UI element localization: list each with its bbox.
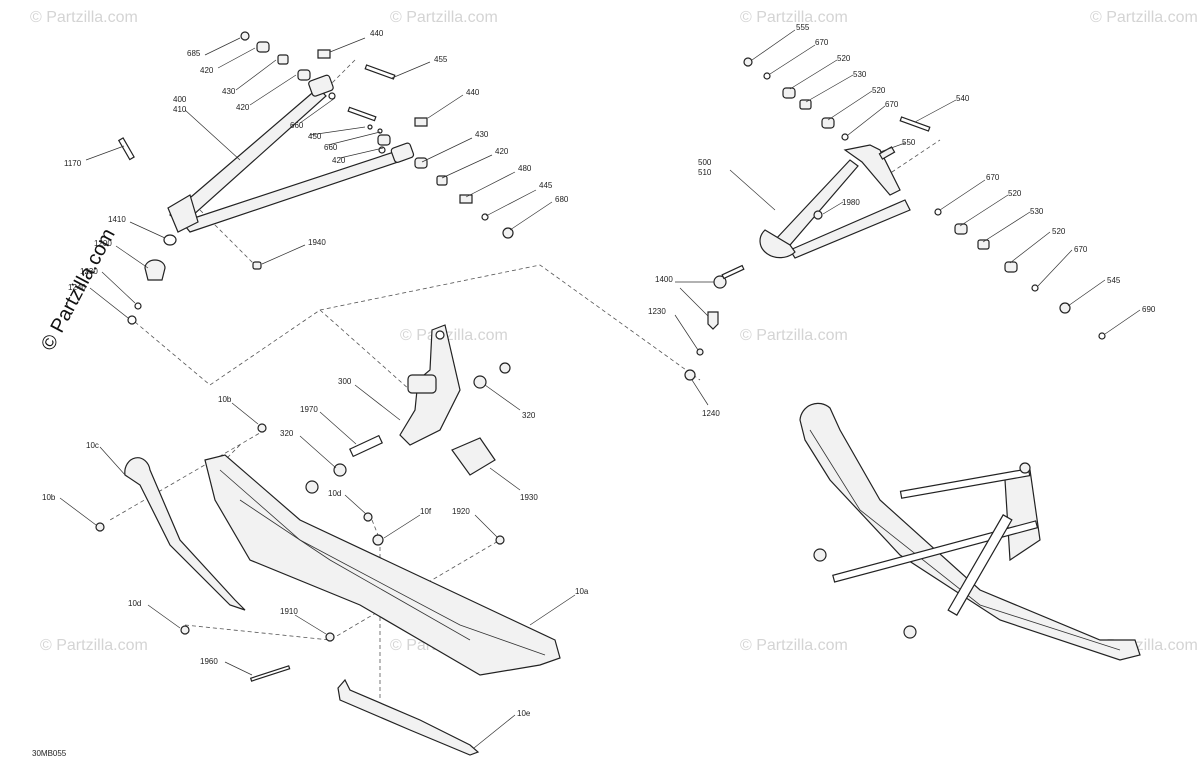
callout-1910: 1910 — [280, 607, 298, 616]
callout-400: 400 — [173, 95, 187, 104]
watermark: © Partzilla.com — [1090, 9, 1198, 26]
callout-420: 420 — [495, 147, 509, 156]
callout-1920: 1920 — [452, 507, 470, 516]
watermark: © Partzilla.com — [400, 327, 508, 344]
assembled-view — [799, 402, 1141, 661]
callout-660: 660 — [290, 121, 304, 130]
callout-10e: 10e — [517, 709, 531, 718]
spindle — [305, 324, 511, 494]
callout-555: 555 — [796, 23, 810, 32]
callout-685: 685 — [187, 49, 201, 58]
callout-300: 300 — [338, 377, 352, 386]
callout-1400: 1400 — [655, 275, 673, 284]
callout-1980: 1980 — [842, 198, 860, 207]
watermark-layer: © Partzilla.com © Partzilla.com © Partzi… — [30, 9, 1198, 654]
callout-550: 550 — [902, 138, 916, 147]
callout-320: 320 — [522, 411, 536, 420]
callout-530: 530 — [853, 70, 867, 79]
callout-520: 520 — [1052, 227, 1066, 236]
callout-690: 690 — [1142, 305, 1156, 314]
watermark: © Partzilla.com — [30, 9, 138, 26]
callout-520: 520 — [1008, 189, 1022, 198]
leader-lines — [59, 29, 1141, 749]
callout-1940: 1940 — [308, 238, 326, 247]
callout-455: 455 — [434, 55, 448, 64]
callout-480: 480 — [518, 164, 532, 173]
diagram-code: 30MB055 — [32, 749, 67, 758]
upper-arm-hardware — [240, 31, 514, 239]
callout-670: 670 — [986, 173, 1000, 182]
callout-1200: 1200 — [94, 239, 112, 248]
callout-420: 420 — [200, 66, 214, 75]
callout-660: 660 — [324, 143, 338, 152]
callout-10f: 10f — [420, 507, 432, 516]
callout-420: 420 — [236, 103, 250, 112]
callout-430: 430 — [222, 87, 236, 96]
callout-410: 410 — [173, 105, 187, 114]
callout-1960: 1960 — [200, 657, 218, 666]
callout-440: 440 — [466, 88, 480, 97]
callout-1230: 1230 — [80, 267, 98, 276]
callout-10d: 10d — [328, 489, 341, 498]
upper-a-arm — [117, 74, 415, 325]
lower-a-arm — [684, 57, 1106, 381]
callout-10c: 10c — [86, 441, 99, 450]
callout-510: 510 — [698, 168, 712, 177]
callout-1930: 1930 — [520, 493, 538, 502]
callout-545: 545 — [1107, 276, 1121, 285]
callout-670: 670 — [885, 100, 899, 109]
callout-1170: 1170 — [64, 159, 82, 168]
callout-530: 530 — [1030, 207, 1044, 216]
callout-520: 520 — [872, 86, 886, 95]
callout-10b: 10b — [42, 493, 56, 502]
callout-540: 540 — [956, 94, 970, 103]
callout-420: 420 — [332, 156, 346, 165]
ski-assembly — [95, 423, 561, 756]
callout-labels: 685 420 430 420 400 410 440 455 440 660 … — [42, 23, 1156, 718]
callout-1410: 1410 — [108, 215, 126, 224]
callout-440: 440 — [370, 29, 384, 38]
callout-450: 450 — [308, 132, 322, 141]
callout-520: 520 — [837, 54, 851, 63]
callout-670: 670 — [815, 38, 829, 47]
callout-670: 670 — [1074, 245, 1088, 254]
callout-10d: 10d — [128, 599, 141, 608]
callout-320: 320 — [280, 429, 294, 438]
callout-430: 430 — [475, 130, 489, 139]
watermark: © Partzilla.com — [740, 9, 848, 26]
callout-445: 445 — [539, 181, 553, 190]
callout-1970: 1970 — [300, 405, 318, 414]
watermark: © Partzilla.com — [740, 327, 848, 344]
callout-1230: 1230 — [648, 307, 666, 316]
callout-10b: 10b — [218, 395, 232, 404]
callout-1240: 1240 — [702, 409, 720, 418]
watermark: © Partzilla.com — [390, 9, 498, 26]
watermark: © Partzilla.com — [40, 637, 148, 654]
callout-500: 500 — [698, 158, 712, 167]
callout-1240: 1240 — [68, 283, 86, 292]
watermark: © Partzilla.com — [740, 637, 848, 654]
callout-10a: 10a — [575, 587, 589, 596]
callout-680: 680 — [555, 195, 569, 204]
